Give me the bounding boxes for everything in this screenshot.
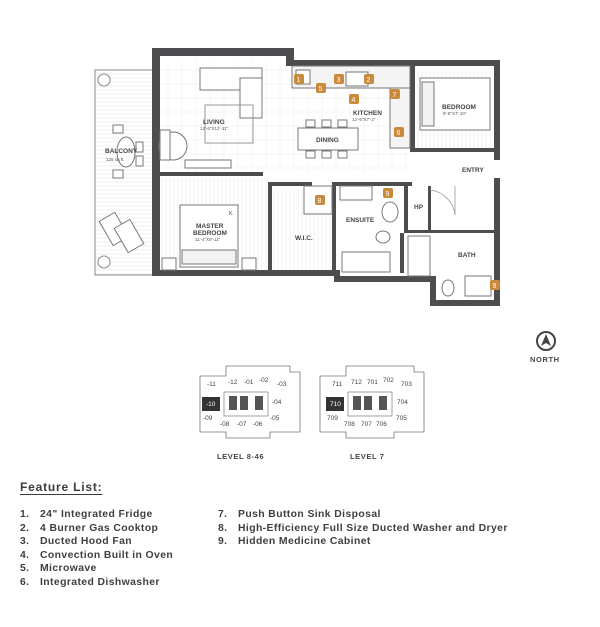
dining-label: DINING bbox=[316, 137, 339, 144]
keyplan-unit: -02 bbox=[259, 377, 269, 384]
north-label: NORTH bbox=[530, 355, 560, 364]
floor-plan: BALCONY 125 sq ft. bbox=[94, 48, 560, 461]
marker-9b: 9 bbox=[490, 280, 500, 290]
hp-label: HP bbox=[414, 204, 424, 211]
keyplan-unit-highlight: -10 bbox=[206, 401, 216, 408]
keyplan-unit: 704 bbox=[397, 399, 408, 406]
feature-item: 8.High-Efficiency Full Size Ducted Washe… bbox=[218, 522, 508, 534]
walls bbox=[152, 48, 500, 306]
marker-7: 7 bbox=[390, 89, 400, 99]
svg-text:4: 4 bbox=[352, 97, 356, 104]
svg-text:5: 5 bbox=[319, 86, 323, 93]
keyplan-unit: -04 bbox=[272, 399, 282, 406]
keyplan-unit: -12 bbox=[228, 379, 238, 386]
wic-label: W.I.C. bbox=[295, 235, 313, 242]
bedroom-label: BEDROOM bbox=[442, 104, 476, 111]
keyplan-unit: -07 bbox=[237, 421, 247, 428]
marker-6: 6 bbox=[394, 127, 404, 137]
ensuite-fixtures: ENSUITE bbox=[339, 185, 399, 273]
feature-item: 4.Convection Built in Oven bbox=[20, 549, 174, 561]
living-size: 12'-6"X12'-11" bbox=[200, 126, 228, 131]
feature-markers: 1 2 3 4 5 6 7 8 9 9 bbox=[294, 74, 500, 290]
kitchen-size: 12'-6"X7'-2" bbox=[352, 117, 376, 122]
feature-item: 2.4 Burner Gas Cooktop bbox=[20, 522, 159, 534]
keyplan-level-8-46: -11 -12 -01 -02 -03 -10 -04 -09 -08 -07 … bbox=[199, 365, 301, 461]
feature-list: Feature List: 1.24" Integrated Fridge 2.… bbox=[20, 480, 590, 598]
feature-item: 6.Integrated Dishwasher bbox=[20, 576, 160, 588]
marker-4: 4 bbox=[349, 94, 359, 104]
marker-5: 5 bbox=[316, 83, 326, 93]
feature-column-right: 7.Push Button Sink Disposal 8.High-Effic… bbox=[218, 508, 508, 549]
living-furniture: LIVING 12'-6"X12'-11" bbox=[158, 67, 263, 169]
living-label: LIVING bbox=[203, 119, 225, 126]
keyplan-unit: 701 bbox=[367, 379, 378, 386]
marker-2: 2 bbox=[364, 74, 374, 84]
keyplan-unit: -11 bbox=[207, 381, 216, 388]
svg-text:6: 6 bbox=[397, 130, 401, 137]
svg-text:1: 1 bbox=[297, 77, 301, 84]
svg-text:2: 2 bbox=[367, 77, 371, 84]
balcony-label: BALCONY bbox=[105, 148, 138, 155]
keyplan-unit: 705 bbox=[396, 415, 407, 422]
keyplan-level-7: 711 712 701 702 703 710 704 709 708 707 … bbox=[319, 365, 425, 461]
kitchen-label: KITCHEN bbox=[353, 110, 382, 117]
keyplan-level-8-46-label: LEVEL 8-46 bbox=[217, 452, 264, 461]
marker-9a: 9 bbox=[383, 188, 393, 198]
feature-list-title: Feature List: bbox=[20, 480, 103, 494]
keyplan-unit: 703 bbox=[401, 381, 412, 388]
keyplan-unit: -01 bbox=[244, 379, 254, 386]
feature-item: 1.24" Integrated Fridge bbox=[20, 509, 153, 520]
keyplan-unit: -05 bbox=[270, 415, 280, 422]
k-mark: K. bbox=[229, 211, 234, 217]
entry-label: ENTRY bbox=[462, 167, 484, 174]
north-compass: NORTH bbox=[530, 331, 560, 364]
feature-item: 3.Ducted Hood Fan bbox=[20, 536, 133, 548]
keyplan-unit: 702 bbox=[383, 377, 394, 384]
feature-item: 5.Microwave bbox=[20, 563, 97, 575]
master-bedroom-label-1: MASTER bbox=[196, 223, 224, 230]
bedroom-furniture: BEDROOM 8'-8"X7'-10" bbox=[419, 77, 491, 131]
keyplan-unit: 712 bbox=[351, 379, 362, 386]
bath-label: BATH bbox=[458, 252, 476, 259]
walk-in-closet: W.I.C. bbox=[295, 185, 333, 242]
keyplan-unit: 706 bbox=[376, 421, 387, 428]
keyplan-unit: 709 bbox=[327, 415, 338, 422]
feature-column-left: 1.24" Integrated Fridge 2.4 Burner Gas C… bbox=[20, 508, 173, 590]
keyplan-level-7-label: LEVEL 7 bbox=[350, 452, 385, 461]
balcony-area: BALCONY 125 sq ft. bbox=[94, 69, 154, 276]
master-bedroom-furniture: MASTER BEDROOM 11'-4"X9'-11" K. bbox=[161, 204, 257, 271]
master-bedroom-label-2: BEDROOM bbox=[193, 230, 227, 237]
svg-text:8: 8 bbox=[318, 198, 322, 205]
svg-text:9: 9 bbox=[493, 283, 497, 290]
keyplan-unit: -09 bbox=[203, 415, 213, 422]
keyplan-unit: 708 bbox=[344, 421, 355, 428]
marker-3: 3 bbox=[334, 74, 344, 84]
bath-fixtures: BATH bbox=[407, 235, 492, 297]
bedroom-size: 8'-8"X7'-10" bbox=[443, 111, 467, 116]
keyplan-unit-highlight: 710 bbox=[330, 401, 341, 408]
marker-1: 1 bbox=[294, 74, 304, 84]
svg-text:7: 7 bbox=[393, 92, 397, 99]
master-bedroom-size: 11'-4"X9'-11" bbox=[195, 237, 221, 242]
balcony-size: 125 sq ft. bbox=[106, 157, 125, 162]
keyplan-unit: -06 bbox=[253, 421, 263, 428]
feature-item: 7.Push Button Sink Disposal bbox=[218, 509, 381, 520]
svg-text:3: 3 bbox=[337, 77, 341, 84]
feature-item: 9.Hidden Medicine Cabinet bbox=[218, 536, 371, 548]
keyplan-unit: 711 bbox=[332, 381, 343, 388]
dining-table: DINING bbox=[297, 119, 359, 159]
svg-text:9: 9 bbox=[386, 191, 390, 198]
ensuite-label: ENSUITE bbox=[346, 217, 375, 224]
marker-8: 8 bbox=[315, 195, 325, 205]
keyplan-unit: -08 bbox=[220, 421, 230, 428]
keyplan-unit: 707 bbox=[361, 421, 372, 428]
keyplan-unit: -03 bbox=[277, 381, 287, 388]
